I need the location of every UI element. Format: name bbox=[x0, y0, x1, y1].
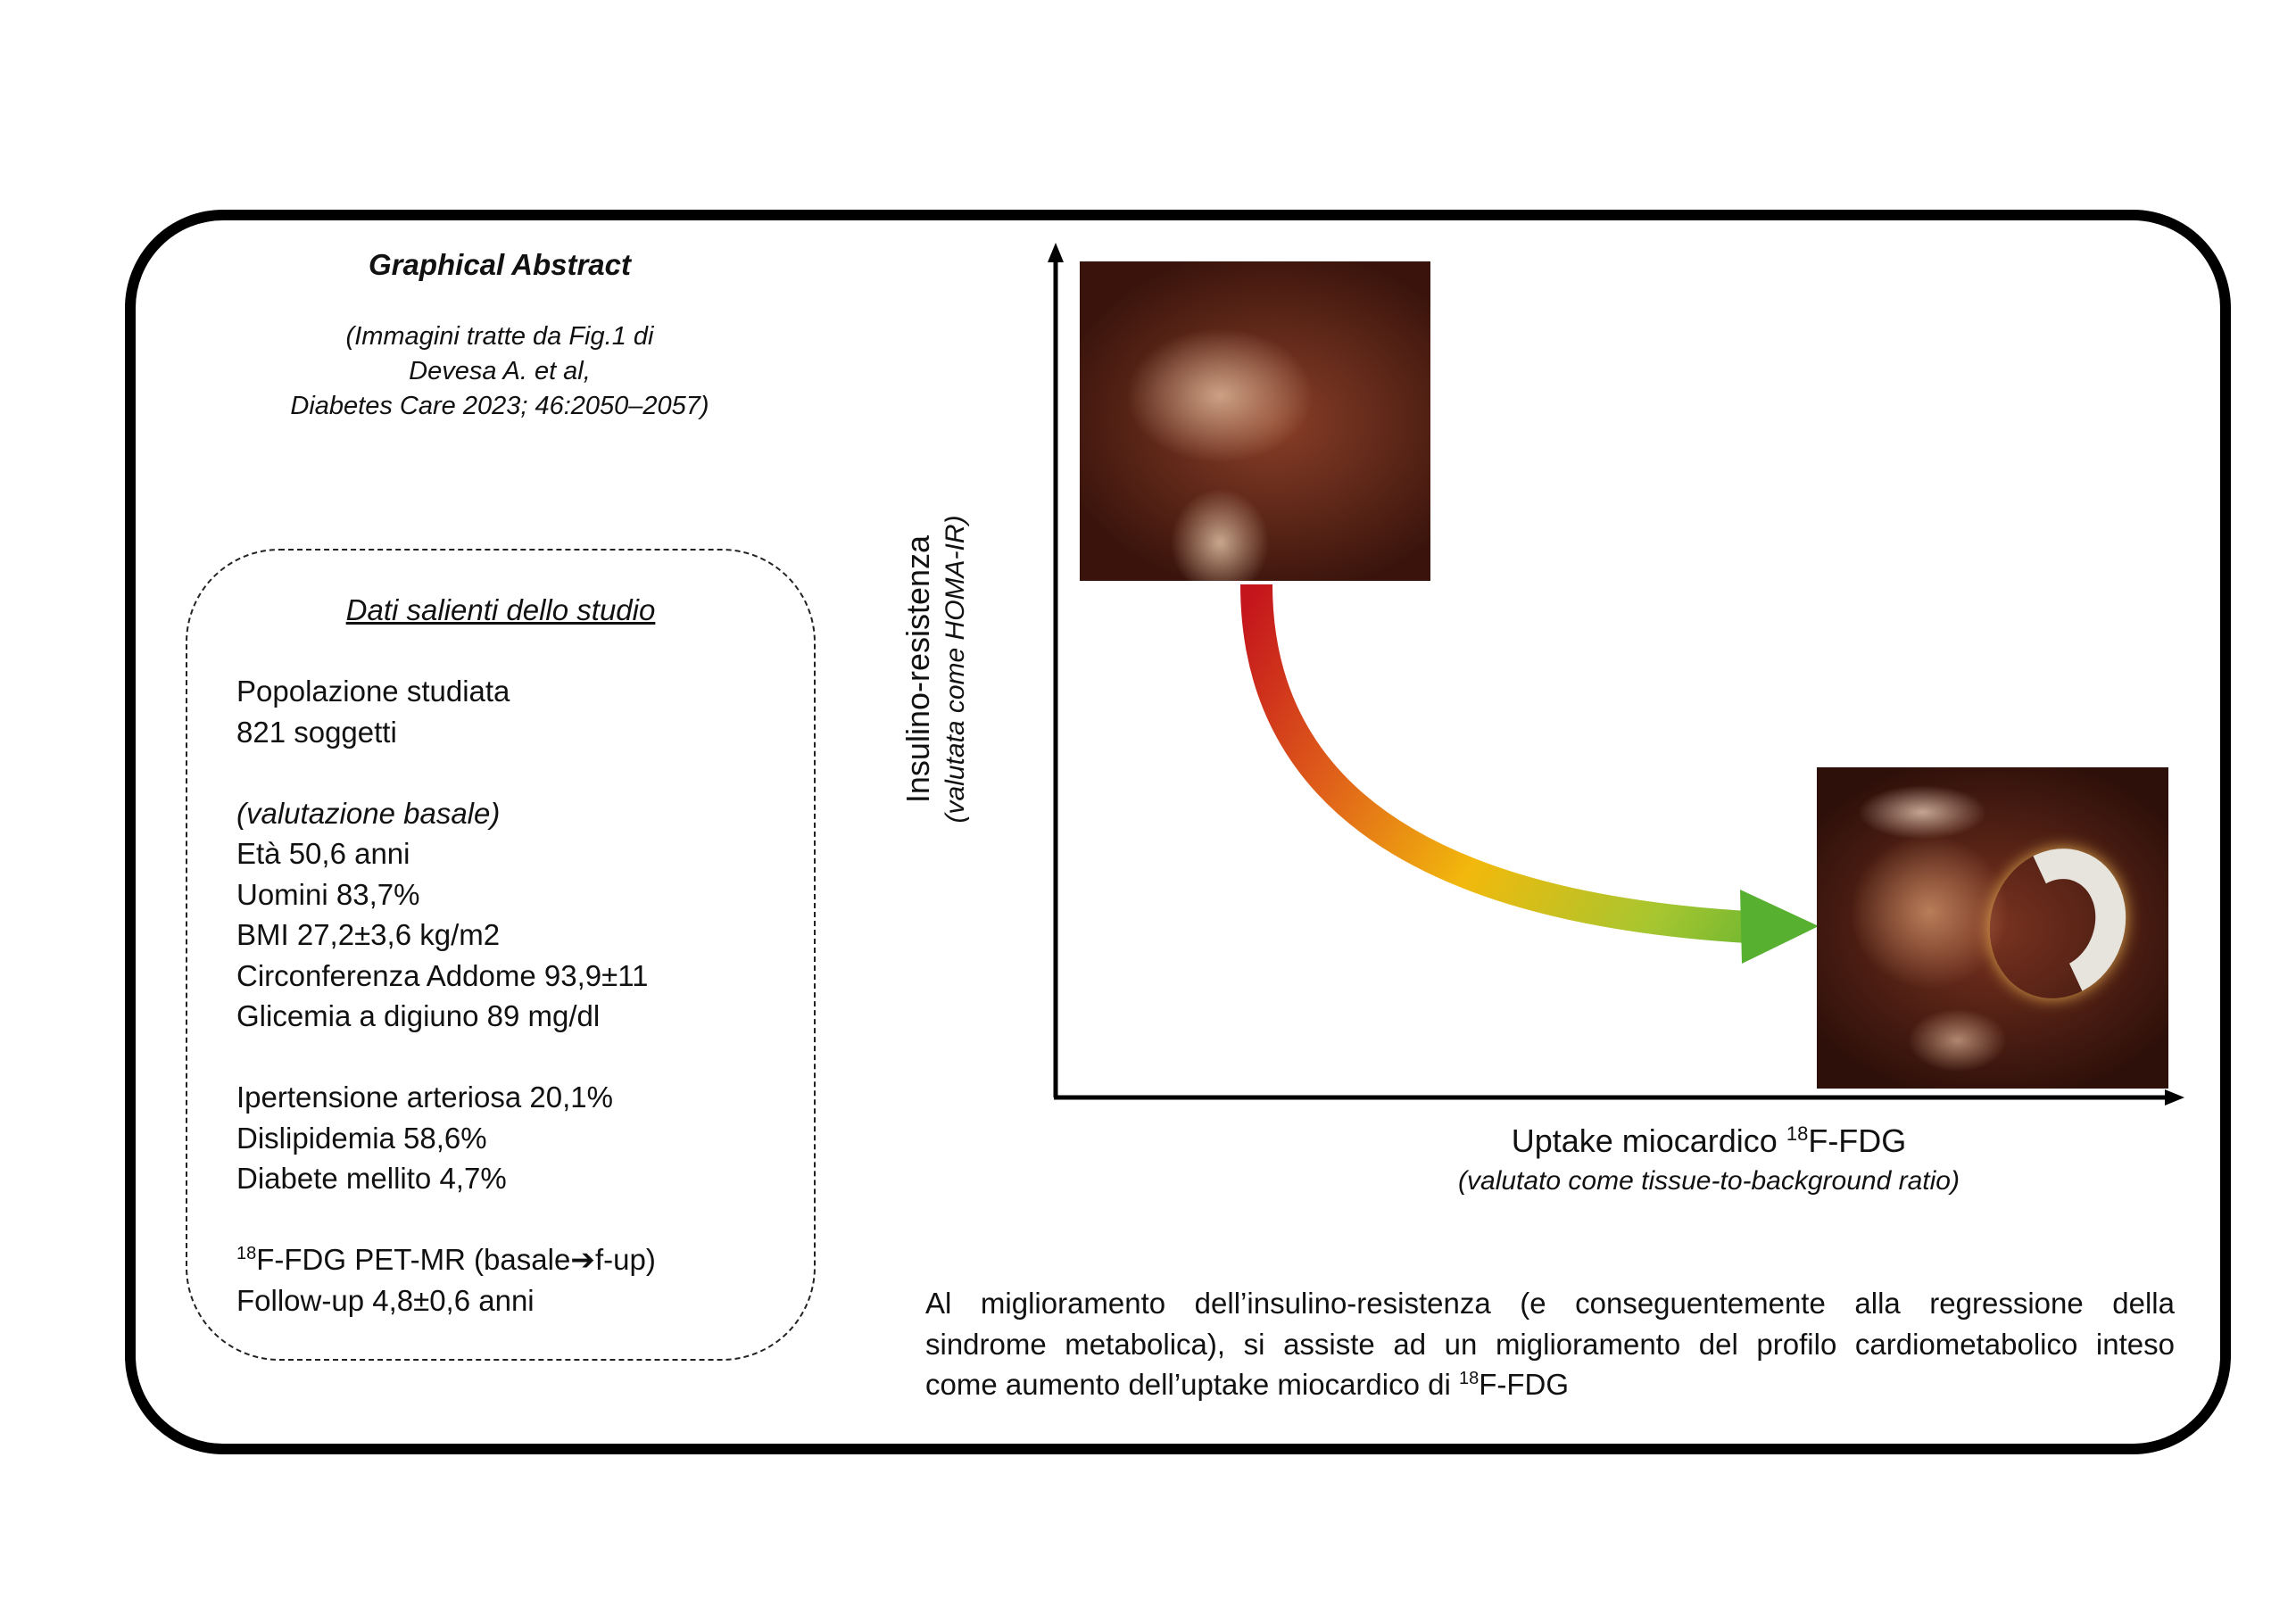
condition-hypertension: Ipertensione arteriosa 20,1% bbox=[236, 1081, 613, 1114]
conclusion-line-3-text: come aumento dell’uptake miocardico di bbox=[925, 1368, 1459, 1401]
pet-mr-line: 18F-FDG PET-MR (basale➔f-up) bbox=[236, 1239, 808, 1280]
myocardium-uptake bbox=[1969, 829, 2147, 1018]
population-value: 821 soggetti bbox=[236, 715, 397, 749]
citation-line-3: Diabetes Care 2023; 46:2050–2057) bbox=[290, 392, 709, 420]
citation-line-1: (Immagini tratte da Fig.1 di bbox=[345, 322, 654, 351]
page-title: Graphical Abstract bbox=[368, 248, 632, 281]
study-highlights-box: Dati salienti dello studio Popolazione s… bbox=[186, 549, 816, 1361]
x-axis-title-text: Uptake miocardico bbox=[1511, 1122, 1786, 1159]
x-axis-subtitle: (valutato come tissue-to-background rati… bbox=[1458, 1166, 1960, 1196]
baseline-glycemia: Glicemia a digiuno 89 mg/dl bbox=[236, 999, 601, 1032]
y-axis-title: Insulino-resistenza bbox=[899, 534, 936, 804]
population-label: Popolazione studiata bbox=[236, 675, 510, 708]
y-axis-subtitle: (valutata come HOMA-IR) bbox=[941, 515, 970, 824]
outer-frame bbox=[125, 210, 2231, 1454]
isotope-superscript: 18 bbox=[1786, 1122, 1809, 1145]
condition-diabetes: Diabete mellito 4,7% bbox=[236, 1162, 507, 1195]
conclusion-line-1: Al miglioramento dell’insulino-resistenz… bbox=[925, 1287, 2175, 1320]
baseline-label: (valutazione basale) bbox=[236, 796, 501, 830]
pet-mr-text-end: f-up) bbox=[594, 1243, 656, 1276]
trend-curve bbox=[1240, 584, 1763, 944]
y-axis-label: Insulino-resistenza (valutata come HOMA-… bbox=[899, 515, 974, 823]
study-details: Popolazione studiata 821 soggetti (valut… bbox=[236, 671, 808, 1321]
y-axis-arrowhead bbox=[1048, 243, 1064, 262]
conclusion-line-3: come aumento dell’uptake miocardico di 1… bbox=[925, 1364, 2175, 1405]
x-axis-arrowhead bbox=[2165, 1089, 2184, 1105]
pet-image-followup bbox=[1817, 767, 2168, 1089]
condition-dyslipidemia: Dislipidemia 58,6% bbox=[236, 1121, 487, 1155]
citation-line-2: Devesa A. et al, bbox=[409, 357, 591, 385]
study-box-title: Dati salienti dello studio bbox=[345, 593, 656, 626]
isotope-superscript: 18 bbox=[1458, 1369, 1480, 1388]
conclusion-line-2: sindrome metabolica), si assiste ad un m… bbox=[925, 1327, 2175, 1361]
isotope-superscript: 18 bbox=[236, 1244, 257, 1263]
trend-arrowhead bbox=[1740, 890, 1819, 964]
conclusion-text: Al miglioramento dell’insulino-resistenz… bbox=[925, 1283, 2175, 1405]
x-axis-title-end: F-FDG bbox=[1808, 1122, 1907, 1159]
followup-line: Follow-up 4,8±0,6 anni bbox=[236, 1283, 535, 1317]
pet-mr-text: F-FDG PET-MR (basale bbox=[256, 1243, 571, 1276]
baseline-age: Età 50,6 anni bbox=[236, 837, 410, 870]
baseline-waist: Circonferenza Addome 93,9±11 bbox=[236, 958, 649, 992]
right-arrow-icon: ➔ bbox=[570, 1243, 595, 1276]
x-axis-label: Uptake miocardico 18F-FDG (valutato come… bbox=[1285, 1120, 2133, 1200]
baseline-bmi: BMI 27,2±3,6 kg/m2 bbox=[236, 918, 501, 951]
conclusion-line-3-end: F-FDG bbox=[1479, 1368, 1570, 1401]
pet-image-baseline bbox=[1080, 261, 1430, 581]
citation: (Immagini tratte da Fig.1 di Devesa A. e… bbox=[232, 319, 767, 424]
x-axis-title: Uptake miocardico 18F-FDG bbox=[1285, 1120, 2133, 1163]
baseline-men: Uomini 83,7% bbox=[236, 877, 420, 911]
